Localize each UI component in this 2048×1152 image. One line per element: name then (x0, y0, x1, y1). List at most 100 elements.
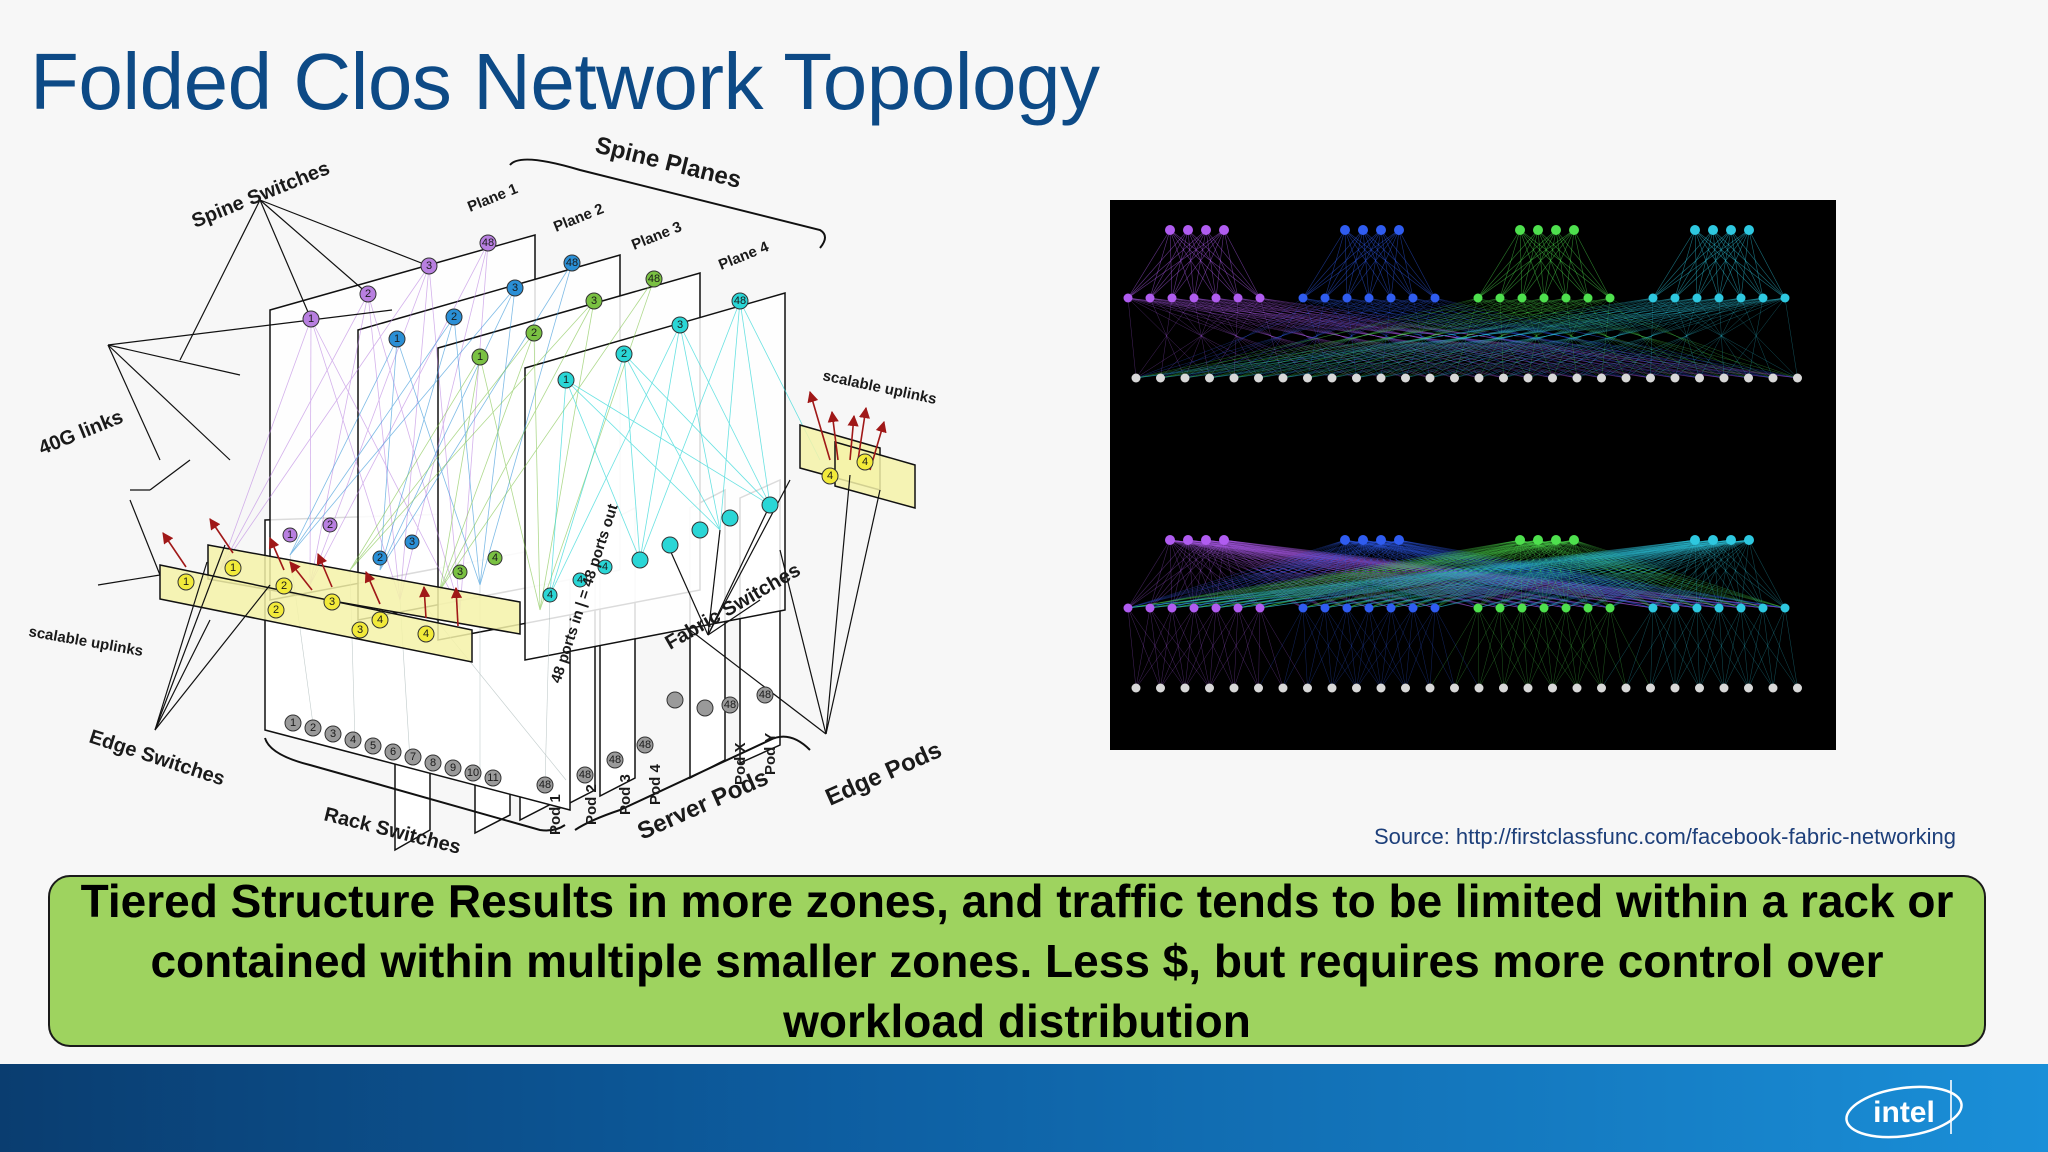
fabric-link (1650, 607, 1698, 689)
fabric-link (1380, 607, 1392, 689)
fabric-link (1205, 539, 1436, 609)
fabric-link (1362, 539, 1523, 609)
fabric-link (1748, 539, 1764, 609)
fabric-link (1187, 539, 1414, 609)
fabric-link (1412, 539, 1714, 609)
fabric-link (1674, 607, 1720, 689)
fabric-link (1259, 297, 1651, 379)
fabric-link (1699, 297, 1742, 379)
fabric-leaf-node (1278, 373, 1288, 383)
fabric-link (1718, 297, 1798, 379)
fabric-link (1674, 539, 1750, 609)
fabric-link (1331, 297, 1370, 379)
fabric-link (1434, 297, 1480, 379)
svg-text:7: 7 (410, 751, 416, 763)
fabric-link (1205, 539, 1217, 609)
fabric-mid-node (1167, 603, 1177, 613)
fabric-link (1552, 607, 1567, 689)
fabric-link (1193, 539, 1225, 609)
fabric-link (1302, 297, 1406, 379)
fabric-link (1135, 607, 1173, 689)
fabric-link (1237, 539, 1714, 609)
fabric-link (1609, 297, 1749, 379)
fabric-link (1135, 297, 1501, 379)
fabric-link (1434, 607, 1480, 689)
fabric-mid-node (1145, 603, 1155, 613)
fabric-link (1171, 229, 1189, 299)
slide-title: Folded Clos Network Topology (30, 37, 1100, 126)
svg-text:4: 4 (827, 470, 833, 482)
fabric-link (1346, 297, 1725, 379)
fabric-link (1699, 607, 1742, 689)
fabric-link (1537, 539, 1786, 609)
fabric-link (1187, 539, 1654, 609)
fabric-link (1149, 607, 1161, 689)
fabric-link (1652, 539, 1750, 609)
fabric-link (1674, 229, 1696, 299)
fabric-spine-node (1569, 535, 1579, 545)
fabric-link (1237, 607, 1284, 689)
fabric-link (1160, 297, 1764, 379)
fabric-link (1434, 539, 1575, 609)
fabric-link (1696, 229, 1714, 299)
fabric-link (1193, 539, 1382, 609)
fabric-link (1169, 539, 1348, 609)
fabric-link (1344, 539, 1392, 609)
fabric-link (1149, 297, 1627, 379)
fabric-link (1169, 229, 1261, 299)
fabric-link (1171, 539, 1575, 609)
fabric-link (1169, 539, 1195, 609)
fabric-mid-node (1123, 293, 1133, 303)
fabric-link (1324, 539, 1557, 609)
fabric-link (1223, 539, 1414, 609)
fabric-link (1380, 539, 1611, 609)
fabric-spine-node (1515, 225, 1525, 235)
fabric-leaf-node (1474, 373, 1484, 383)
fabric-link (1169, 539, 1326, 609)
fabric-link (1205, 539, 1611, 609)
fabric-link (1344, 539, 1479, 609)
fabric-link (1302, 539, 1364, 609)
fabric-link (1259, 539, 1364, 609)
fabric-link (1344, 539, 1654, 609)
fabric-spine-node (1340, 225, 1350, 235)
fabric-link (1127, 539, 1400, 609)
fabric-link (1193, 229, 1225, 299)
fabric-link (1193, 297, 1504, 379)
fabric-link (1205, 539, 1676, 609)
fabric-link (1537, 539, 1545, 609)
fabric-link (1346, 539, 1400, 609)
fabric-link (1380, 607, 1436, 689)
fabric-link (1543, 539, 1557, 609)
fabric-link (1519, 539, 1720, 609)
fabric-link (1380, 539, 1698, 609)
fabric-link (1324, 607, 1382, 689)
fabric-link (1674, 297, 1764, 379)
fabric-link (1587, 539, 1696, 609)
fabric-link (1187, 539, 1479, 609)
fabric-link (1478, 607, 1523, 689)
fabric-link (1149, 297, 1186, 379)
svg-text:1: 1 (563, 374, 569, 386)
fabric-link (1193, 297, 1651, 379)
fabric-link (1324, 229, 1346, 299)
svg-text:8: 8 (430, 757, 436, 769)
fabric-link (1527, 297, 1764, 379)
fabric-link (1503, 297, 1720, 379)
fabric-link (1127, 297, 1357, 379)
fabric-link (1258, 297, 1676, 379)
fabric-link (1368, 539, 1539, 609)
fabric-link (1344, 539, 1523, 609)
fabric-link (1519, 539, 1589, 609)
fabric-link (1499, 229, 1575, 299)
fabric-link (1187, 539, 1567, 609)
fabric-link (1149, 297, 1406, 379)
fabric-link (1127, 539, 1539, 609)
fabric-link (1478, 297, 1676, 379)
fabric-link (1652, 229, 1750, 299)
fabric-link (1555, 539, 1786, 609)
fabric-link (1149, 297, 1774, 379)
fabric-link (1429, 297, 1567, 379)
fabric-link (1499, 539, 1539, 609)
fabric-link (1258, 297, 1589, 379)
